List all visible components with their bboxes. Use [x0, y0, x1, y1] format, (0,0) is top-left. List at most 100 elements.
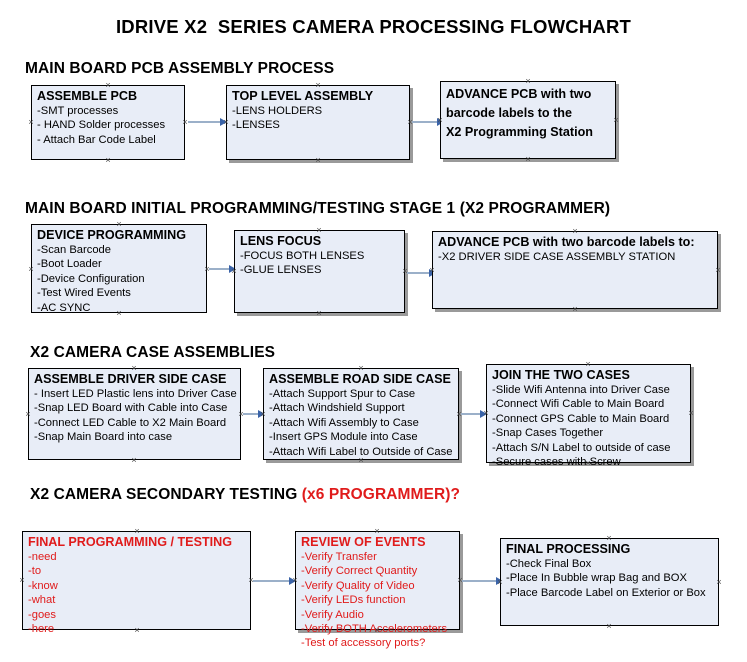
box-line: -Scan Barcode [37, 244, 112, 256]
selection-handle-left[interactable] [28, 119, 35, 126]
selection-handle-left[interactable] [437, 117, 444, 124]
selection-handle-bottom[interactable] [131, 457, 138, 464]
section-heading-x2-camera-case-assemblies: X2 CAMERA CASE ASSEMBLIES [30, 344, 275, 362]
box-title: REVIEW OF EVENTS [301, 535, 426, 549]
box-line: -Attach Support Spur to Case [269, 388, 416, 400]
selection-handle-bottom[interactable] [105, 157, 112, 164]
selection-handle-right[interactable] [688, 410, 695, 417]
box-line: -LENS HOLDERS [232, 105, 323, 117]
connector-arrow-line [462, 580, 497, 582]
box-line: -Snap LED Board with Cable into Case [34, 402, 228, 415]
selection-handle-left[interactable] [429, 267, 436, 274]
box-line: - Insert LED Plastic lens into Driver Ca… [34, 388, 237, 400]
selection-handle-top[interactable] [358, 365, 365, 372]
section-heading-text: MAIN BOARD INITIAL PROGRAMMING/TESTING S… [25, 200, 611, 217]
box-line: -X2 DRIVER SIDE CASE ASSEMBLY STATION [438, 251, 676, 263]
selection-handle-bottom[interactable] [606, 623, 613, 630]
box-advance-pcb-to-x2-programming-station[interactable]: ADVANCE PCB with two barcode labels to t… [440, 81, 616, 159]
selection-handle-left[interactable] [19, 577, 26, 584]
box-line: -Connect Wifi Cable to Main Board [492, 398, 665, 411]
box-title: DEVICE PROGRAMMING [37, 228, 187, 242]
selection-handle-right[interactable] [716, 579, 723, 586]
box-device-programming[interactable]: DEVICE PROGRAMMING -Scan Barcode -Boot L… [31, 224, 207, 314]
selection-handle-top[interactable] [585, 361, 592, 368]
selection-handle-left[interactable] [292, 577, 299, 584]
selection-handle-bottom[interactable] [358, 457, 365, 464]
selection-handle-top[interactable] [131, 365, 138, 372]
selection-handle-left[interactable] [483, 410, 490, 417]
selection-handle-bottom[interactable] [316, 310, 323, 317]
box-line: -Insert GPS Module into Case [269, 431, 418, 444]
box-advance-pcb-to-driver-side-case-station[interactable]: ADVANCE PCB with two barcode labels to: … [432, 231, 718, 309]
connector-arrow-line [243, 413, 259, 415]
box-title: ADVANCE PCB with two barcode labels to: [438, 235, 695, 249]
box-final-processing[interactable]: FINAL PROCESSING -Check Final Box -Place… [500, 538, 719, 626]
selection-handle-top[interactable] [606, 535, 613, 542]
box-final-programming-testing[interactable]: FINAL PROGRAMMING / TESTING -need -to -k… [22, 531, 251, 635]
box-join-the-two-cases[interactable]: JOIN THE TWO CASES -Slide Wifi Antenna i… [486, 364, 691, 468]
selection-handle-bottom[interactable] [134, 627, 141, 634]
box-line: -Snap Cases Together [492, 427, 604, 440]
box-lens-focus[interactable]: LENS FOCUS -FOCUS BOTH LENSES -GLUE LENS… [234, 230, 405, 313]
box-title: ADVANCE PCB with two [446, 87, 592, 101]
selection-handle-bottom[interactable] [572, 306, 579, 313]
box-assemble-road-side-case[interactable]: ASSEMBLE ROAD SIDE CASE -Attach Support … [263, 368, 459, 460]
box-line: -GLUE LENSES [240, 264, 322, 277]
selection-handle-left[interactable] [231, 268, 238, 275]
box-title: ASSEMBLE PCB [37, 89, 138, 103]
box-line: -Verify Correct Quantity [301, 565, 418, 578]
box-line: -LENSES [232, 119, 280, 132]
box-line: -FOCUS BOTH LENSES [240, 250, 365, 262]
selection-handle-top[interactable] [316, 227, 323, 234]
selection-handle-right[interactable] [613, 117, 620, 124]
selection-handle-top[interactable] [105, 82, 112, 89]
box-line: -Slide Wifi Antenna into Driver Case [492, 384, 670, 396]
section-heading-main-board-pcb-assembly: MAIN BOARD PCB ASSEMBLY PROCESS [25, 60, 334, 78]
selection-handle-top[interactable] [134, 528, 141, 535]
selection-handle-top[interactable] [315, 82, 322, 89]
box-title: barcode labels to the [446, 106, 572, 120]
box-line: - HAND Solder processes [37, 119, 166, 132]
page-title: IDRIVE X2 SERIES CAMERA PROCESSING FLOWC… [115, 16, 632, 37]
selection-handle-top[interactable] [116, 221, 123, 228]
selection-handle-bottom[interactable] [315, 157, 322, 164]
selection-handle-left[interactable] [28, 266, 35, 273]
selection-handle-left[interactable] [223, 119, 230, 126]
section-heading-x2-camera-secondary-testing: X2 CAMERA SECONDARY TESTING (x6 PROGRAMM… [30, 486, 460, 504]
selection-handle-left[interactable] [25, 411, 32, 418]
connector-arrow-line [407, 272, 430, 274]
box-line: -Check Final Box [506, 558, 592, 570]
selection-handle-top[interactable] [525, 78, 532, 85]
selection-handle-bottom[interactable] [525, 156, 532, 163]
selection-handle-bottom[interactable] [374, 627, 381, 634]
box-assemble-pcb[interactable]: ASSEMBLE PCB -SMT processes - HAND Solde… [31, 85, 185, 160]
box-title: ASSEMBLE ROAD SIDE CASE [269, 372, 451, 386]
connector-arrow-line [461, 413, 481, 415]
selection-handle-bottom[interactable] [585, 460, 592, 467]
box-line: -Connect GPS Cable to Main Board [492, 412, 670, 425]
box-title: FINAL PROCESSING [506, 542, 631, 556]
box-line: -Verify Quality of Video [301, 579, 415, 592]
box-review-of-events[interactable]: REVIEW OF EVENTS -Verify Transfer -Verif… [295, 531, 460, 649]
selection-handle-left[interactable] [497, 579, 504, 586]
box-line: -here [28, 623, 55, 636]
selection-handle-left[interactable] [260, 411, 267, 418]
section-heading-main-board-initial-programming: MAIN BOARD INITIAL PROGRAMMING/TESTING S… [25, 200, 610, 218]
box-line: -Attach S/N Label to outside of case [492, 441, 671, 454]
box-line: -Verify Transfer [301, 551, 377, 563]
selection-handle-bottom[interactable] [116, 310, 123, 317]
selection-handle-right[interactable] [715, 267, 722, 274]
box-assemble-driver-side-case[interactable]: ASSEMBLE DRIVER SIDE CASE - Insert LED P… [28, 368, 241, 460]
connector-arrow-line [253, 580, 290, 582]
box-line: -Attach Windshield Support [269, 402, 405, 415]
section-heading-text: X2 CAMERA SECONDARY TESTING [30, 486, 302, 503]
selection-handle-top[interactable] [572, 228, 579, 235]
box-line: -Place Barcode Label on Exterior or Box [506, 586, 706, 599]
connector-arrow-line [188, 121, 221, 123]
box-top-level-assembly[interactable]: TOP LEVEL ASSEMBLY -LENS HOLDERS -LENSES [226, 85, 410, 160]
section-heading-suffix: (x6 PROGRAMMER)? [301, 486, 461, 503]
box-title: X2 Programming Station [446, 125, 593, 139]
selection-handle-top[interactable] [374, 528, 381, 535]
box-line: -need [28, 551, 57, 563]
